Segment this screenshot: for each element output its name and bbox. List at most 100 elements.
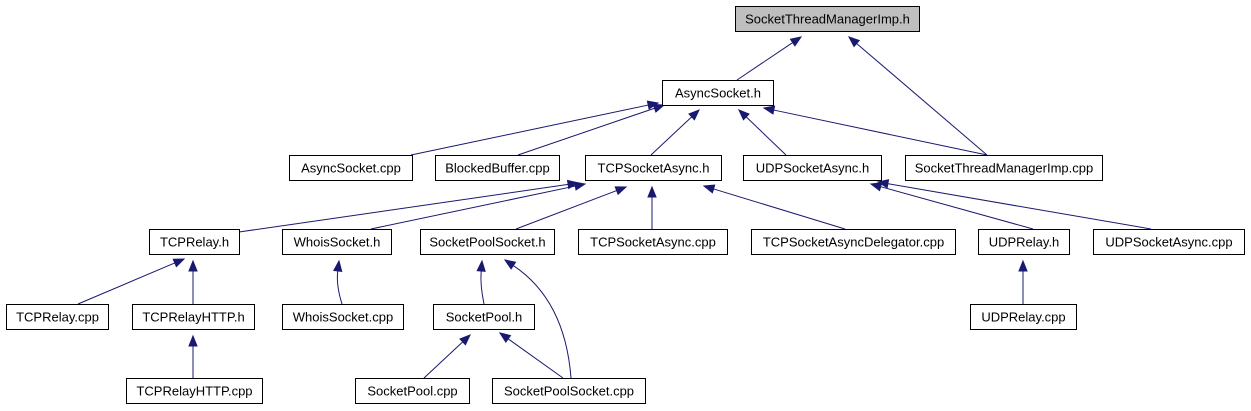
arrowhead-icon xyxy=(762,105,776,115)
node-tcp-relay-h[interactable]: TCPRelay.h xyxy=(149,229,240,255)
node-box xyxy=(149,229,240,255)
dependency-edge-udp-socket-async-cpp-to-udp-socket-async-h xyxy=(887,183,1152,230)
arrowhead-icon xyxy=(332,259,343,273)
node-socket-thread-manager-imp-h[interactable]: SocketThreadManagerImp.h xyxy=(735,6,920,32)
node-whois-socket-cpp[interactable]: WhoisSocket.cpp xyxy=(282,304,404,330)
node-blocked-buffer-cpp[interactable]: BlockedBuffer.cpp xyxy=(435,155,560,181)
node-label: BlockedBuffer.cpp xyxy=(445,161,550,176)
dependency-edge-socket-pool-h-to-socket-pool-socket-h xyxy=(480,270,485,305)
dependency-edge-socket-thread-manager-imp-cpp-to-async-socket-h xyxy=(773,109,988,156)
node-box xyxy=(978,229,1070,255)
dependency-edge-socket-pool-socket-cpp-to-socket-pool-h xyxy=(507,338,564,379)
node-box xyxy=(1093,229,1245,255)
arrowhead-icon xyxy=(476,259,486,272)
dependency-edge-async-socket-h-to-socket-thread-manager-imp-h xyxy=(736,42,793,81)
node-socket-pool-cpp[interactable]: SocketPool.cpp xyxy=(355,378,470,404)
node-socket-pool-socket-h[interactable]: SocketPoolSocket.h xyxy=(420,229,555,255)
dependency-edge-tcp-relay-cpp-to-tcp-relay-h xyxy=(77,262,175,305)
arrowhead-icon xyxy=(847,36,861,48)
node-label: TCPRelay.h xyxy=(160,235,229,250)
node-label: TCPSocketAsyncDelegator.cpp xyxy=(763,235,944,250)
arrowhead-icon xyxy=(614,186,628,196)
dependency-edge-socket-pool-cpp-to-socket-pool-h xyxy=(423,341,464,379)
dependency-edge-socket-pool-socket-cpp-to-socket-pool-socket-h xyxy=(513,265,572,379)
dependency-edge-whois-socket-cpp-to-whois-socket-h xyxy=(336,270,343,305)
node-box xyxy=(585,155,722,181)
node-box xyxy=(6,304,109,330)
node-socket-thread-manager-imp-cpp[interactable]: SocketThreadManagerImp.cpp xyxy=(905,155,1103,181)
dependency-edge-tcp-relay-h-to-tcp-socket-async-h xyxy=(238,183,569,233)
node-socket-pool-socket-cpp[interactable]: SocketPoolSocket.cpp xyxy=(492,378,646,404)
node-box xyxy=(289,155,413,181)
arrowhead-icon xyxy=(503,259,517,270)
arrowhead-icon xyxy=(688,109,700,121)
node-label: TCPSocketAsync.h xyxy=(598,161,710,176)
node-box xyxy=(662,80,774,106)
node-socket-pool-h[interactable]: SocketPool.h xyxy=(433,304,535,330)
node-label: UDPSocketAsync.cpp xyxy=(1105,235,1232,250)
node-box xyxy=(435,155,560,181)
node-tcp-socket-async-delegator-cpp[interactable]: TCPSocketAsyncDelegator.cpp xyxy=(751,229,956,255)
node-box xyxy=(970,304,1077,330)
node-label: TCPRelay.cpp xyxy=(16,310,99,325)
node-label: UDPRelay.h xyxy=(989,235,1060,250)
arrowhead-icon xyxy=(188,259,198,272)
arrowhead-icon xyxy=(647,185,657,198)
node-label: WhoisSocket.h xyxy=(294,235,381,250)
arrowhead-icon xyxy=(869,182,883,192)
arrowhead-icon xyxy=(172,258,186,268)
node-label: SocketThreadManagerImp.h xyxy=(745,12,910,27)
dependency-edge-udp-socket-async-h-to-async-socket-h xyxy=(745,116,787,156)
node-whois-socket-h[interactable]: WhoisSocket.h xyxy=(282,229,392,255)
node-udp-socket-async-h[interactable]: UDPSocketAsync.h xyxy=(743,155,882,181)
node-udp-relay-h[interactable]: UDPRelay.h xyxy=(978,229,1070,255)
node-layer: SocketThreadManagerImp.hAsyncSocket.hAsy… xyxy=(6,6,1245,404)
node-label: SocketPoolSocket.h xyxy=(429,235,545,250)
arrowhead-icon xyxy=(188,334,198,347)
node-label: SocketPool.h xyxy=(446,310,523,325)
dependency-edge-whois-socket-h-to-tcp-socket-async-h xyxy=(370,185,576,230)
arrowhead-icon xyxy=(459,334,471,346)
dependency-edge-udp-relay-h-to-udp-socket-async-h xyxy=(880,186,1034,230)
node-box xyxy=(282,304,404,330)
node-box xyxy=(905,155,1103,181)
arrowhead-icon xyxy=(498,332,512,343)
node-tcp-relay-http-cpp[interactable]: TCPRelayHTTP.cpp xyxy=(126,378,263,404)
arrowhead-icon xyxy=(789,36,803,47)
node-label: SocketThreadManagerImp.cpp xyxy=(915,161,1093,176)
node-box xyxy=(282,229,392,255)
dependency-edge-blocked-buffer-cpp-to-async-socket-h xyxy=(517,107,655,156)
node-label: AsyncSocket.h xyxy=(675,86,761,101)
arrowhead-icon xyxy=(573,181,587,191)
node-label: TCPRelayHTTP.h xyxy=(142,310,244,325)
node-udp-socket-async-cpp[interactable]: UDPSocketAsync.cpp xyxy=(1093,229,1245,255)
node-label: TCPRelayHTTP.cpp xyxy=(136,384,252,399)
dependency-edge-async-socket-cpp-to-async-socket-h xyxy=(410,104,649,156)
node-box xyxy=(578,229,728,255)
node-udp-relay-cpp[interactable]: UDPRelay.cpp xyxy=(970,304,1077,330)
node-label: TCPSocketAsync.cpp xyxy=(590,235,716,250)
node-async-socket-h[interactable]: AsyncSocket.h xyxy=(662,80,774,106)
node-label: UDPSocketAsync.h xyxy=(756,161,869,176)
arrowhead-icon xyxy=(652,103,666,113)
arrowhead-icon xyxy=(876,179,890,189)
node-tcp-socket-async-cpp[interactable]: TCPSocketAsync.cpp xyxy=(578,229,728,255)
node-label: UDPRelay.cpp xyxy=(981,310,1065,325)
arrowhead-icon xyxy=(738,109,750,121)
node-tcp-relay-http-h[interactable]: TCPRelayHTTP.h xyxy=(132,304,255,330)
node-tcp-socket-async-h[interactable]: TCPSocketAsync.h xyxy=(585,155,722,181)
dependency-edge-tcp-socket-async-h-to-async-socket-h xyxy=(650,116,693,156)
node-async-socket-cpp[interactable]: AsyncSocket.cpp xyxy=(289,155,413,181)
dependency-edge-tcp-socket-async-delegator-cpp-to-tcp-socket-async-h xyxy=(713,188,846,230)
edge-layer xyxy=(77,36,1152,379)
arrowhead-icon xyxy=(1018,259,1028,272)
node-label: AsyncSocket.cpp xyxy=(301,161,401,176)
node-box xyxy=(751,229,956,255)
node-box xyxy=(132,304,255,330)
node-box xyxy=(433,304,535,330)
node-box xyxy=(126,378,263,404)
node-box xyxy=(492,378,646,404)
node-tcp-relay-cpp[interactable]: TCPRelay.cpp xyxy=(6,304,109,330)
dependency-edge-socket-pool-socket-h-to-tcp-socket-async-h xyxy=(515,190,617,230)
